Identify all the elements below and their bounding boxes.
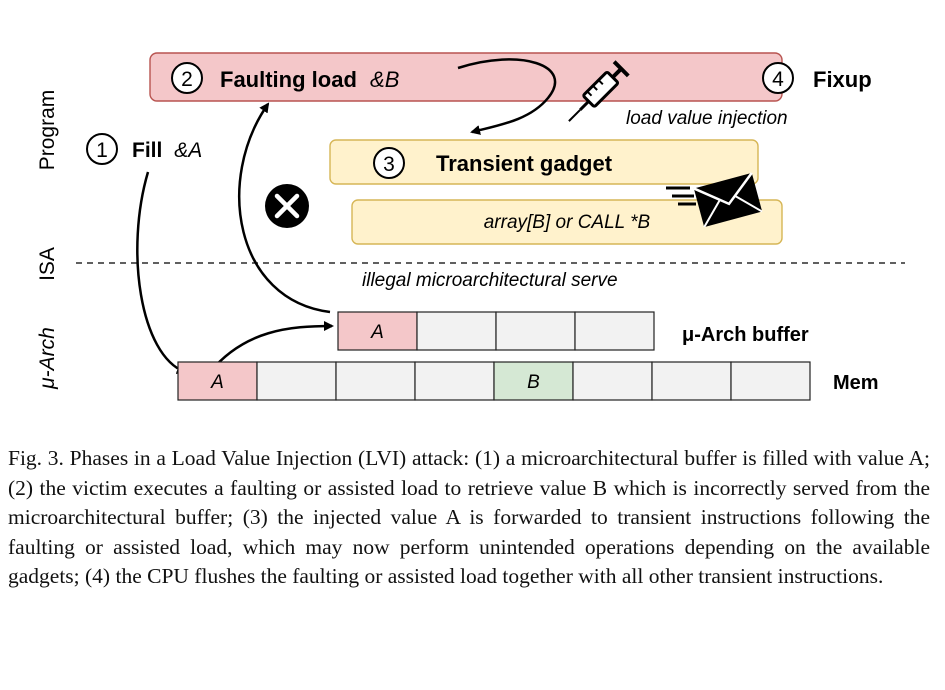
uarch-buffer: A bbox=[337, 311, 655, 351]
arrow-faulting-load-to-gadget bbox=[457, 58, 557, 135]
step-2-label-text: Faulting load bbox=[220, 67, 357, 92]
uarch-buffer-label: μ-Arch buffer bbox=[682, 324, 809, 346]
step-3-number: 3 bbox=[383, 153, 395, 176]
arrow-buffer-to-faulting-load bbox=[238, 102, 331, 314]
memory-cell bbox=[493, 361, 574, 401]
uarch-buffer-cell bbox=[416, 311, 497, 351]
caption-text: Phases in a Load Value Injection (LVI) a… bbox=[8, 446, 931, 588]
step-2-label: Faulting load &B bbox=[220, 67, 399, 92]
step-1-arg: &A bbox=[174, 139, 202, 162]
uarch-buffer-cell bbox=[495, 311, 576, 351]
step-2-badge bbox=[171, 62, 203, 94]
step-1-label-text: Fill bbox=[132, 139, 162, 162]
row-label-program: Program bbox=[36, 90, 59, 171]
step-2-number: 2 bbox=[181, 68, 193, 91]
step-4-label: Fixup bbox=[813, 67, 872, 92]
step-3-badge bbox=[373, 147, 405, 179]
row-label-isa: ISA bbox=[36, 247, 59, 281]
memory-cell bbox=[730, 361, 811, 401]
uarch-buffer-cell bbox=[574, 311, 655, 351]
close-x-icon bbox=[265, 184, 309, 228]
memory-cell bbox=[177, 361, 258, 401]
step-3-label: Transient gadget bbox=[436, 151, 613, 176]
step-1-number: 1 bbox=[96, 139, 108, 162]
memory-label: Mem bbox=[833, 372, 879, 394]
memory-cell bbox=[651, 361, 732, 401]
envelope-icon bbox=[666, 172, 763, 228]
transient-gadget-box bbox=[329, 139, 759, 185]
figure-caption: Fig. 3. Phases in a Load Value Injection… bbox=[8, 444, 930, 592]
illegal-serve-label: illegal microarchitectural serve bbox=[362, 270, 618, 291]
memory-cell-value: B bbox=[527, 372, 540, 393]
memory-cell bbox=[335, 361, 416, 401]
arrow-fill-to-memory bbox=[136, 171, 187, 374]
step-4-badge bbox=[762, 62, 794, 94]
gadget-code-box bbox=[351, 199, 783, 245]
row-label-uarch: μ-Arch bbox=[36, 327, 59, 390]
step-1-badge bbox=[86, 133, 118, 165]
lvi-diagram: Program ISA μ-Arch 1 Fill &A 2 Faulting … bbox=[36, 52, 905, 401]
syringe-icon bbox=[568, 60, 630, 122]
uarch-buffer-cell-value: A bbox=[370, 322, 384, 343]
memory-cell bbox=[256, 361, 337, 401]
step-4-number: 4 bbox=[772, 68, 784, 91]
memory-cell-value: A bbox=[210, 372, 224, 393]
step-1-label: Fill &A bbox=[132, 139, 202, 162]
caption-prefix: Fig. 3. bbox=[8, 446, 64, 470]
gadget-code-text: array[B] or CALL *B bbox=[484, 212, 651, 233]
load-value-injection-label: load value injection bbox=[626, 108, 788, 129]
arrow-memory-to-buffer bbox=[209, 321, 334, 373]
memory-cell bbox=[572, 361, 653, 401]
step-2-arg: &B bbox=[370, 67, 399, 92]
memory-cell bbox=[414, 361, 495, 401]
uarch-buffer-cell bbox=[337, 311, 418, 351]
